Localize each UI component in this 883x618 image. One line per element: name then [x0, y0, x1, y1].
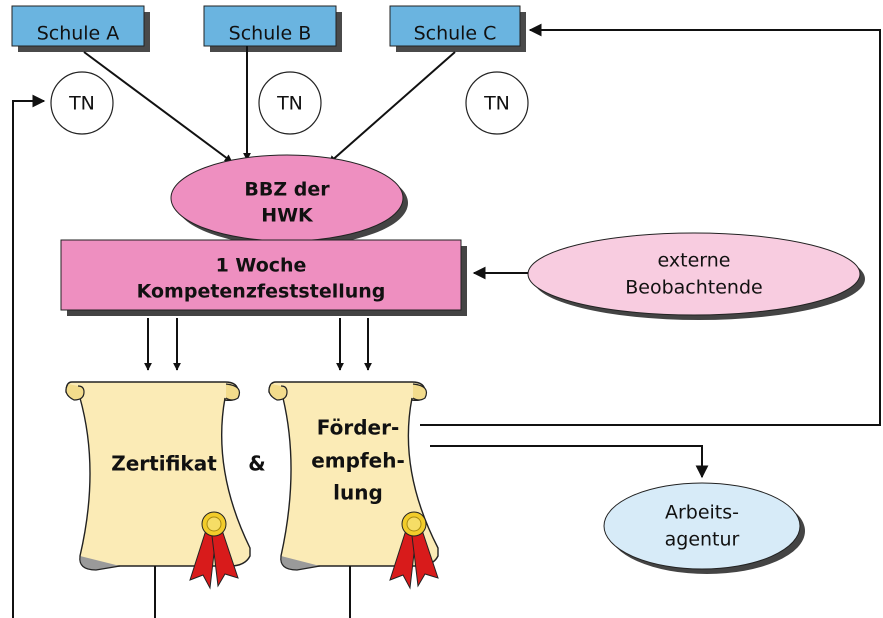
agency-line2: agentur	[665, 529, 740, 551]
tn-label: TN	[483, 93, 510, 115]
observers-line1: externe	[658, 250, 731, 272]
recommendation-line3: lung	[333, 481, 383, 505]
agency-line1: Arbeits-	[665, 502, 739, 524]
seal-ribbon-icon	[189, 511, 239, 590]
feedback-line-to-school-c	[420, 23, 881, 426]
tn-circle-1: TN	[50, 71, 114, 135]
arrow-to-agency	[430, 445, 709, 479]
week-line1: 1 Woche	[216, 255, 307, 277]
school-box-b: Schule B	[203, 5, 342, 52]
school-label-b: Schule B	[229, 23, 312, 45]
tn-label: TN	[276, 93, 303, 115]
school-label-c: Schule C	[414, 23, 497, 45]
school-label-a: Schule A	[37, 23, 120, 45]
bbz-line2: HWK	[261, 205, 314, 227]
week-line2: Kompetenzfeststellung	[137, 281, 386, 303]
arrow-school-c-to-bbz	[328, 51, 456, 164]
feedback-line-to-tn	[12, 94, 46, 618]
certificate-label: Zertifikat	[111, 452, 217, 476]
external-observers-ellipse: externe Beobachtende	[527, 232, 865, 320]
observers-line2: Beobachtende	[625, 277, 762, 299]
recommendation-line2: empfeh-	[311, 449, 405, 473]
recommendation-line1: Förder-	[317, 416, 400, 440]
seal-ribbon-icon	[389, 511, 439, 590]
school-box-a: Schule A	[11, 5, 150, 52]
tn-circle-3: TN	[465, 71, 529, 135]
competence-week-box: 1 Woche Kompetenzfeststellung	[60, 239, 467, 316]
employment-agency-ellipse: Arbeits- agentur	[603, 482, 805, 574]
tn-label: TN	[68, 93, 95, 115]
arrow-school-a-to-bbz	[83, 51, 233, 163]
ampersand: &	[248, 452, 265, 476]
tn-circle-2: TN	[258, 71, 322, 135]
bbz-line1: BBZ der	[244, 179, 330, 201]
school-box-c: Schule C	[389, 5, 526, 52]
certificate-scroll: Zertifikat	[65, 381, 251, 618]
bbz-hwk-ellipse: BBZ der HWK	[170, 154, 408, 246]
recommendation-scroll: Förder- empfeh- lung	[268, 381, 439, 618]
